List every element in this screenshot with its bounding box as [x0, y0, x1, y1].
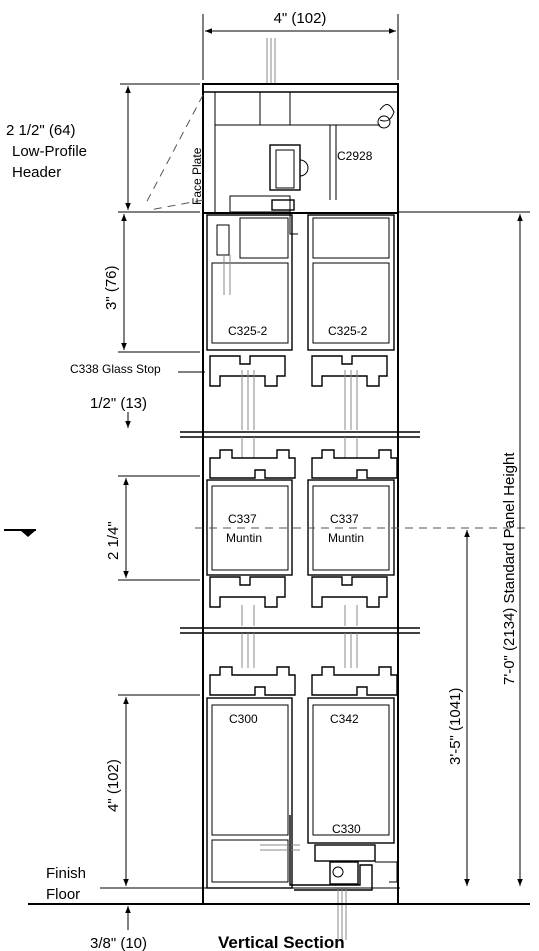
muntin-center-label: 3'-5" (1041)	[447, 688, 464, 765]
c2928-label: C2928	[337, 149, 373, 163]
top-rail-dimension: 3" (76)	[103, 211, 200, 353]
face-plate: Face Plate	[144, 94, 204, 211]
panel-height-dimension: 7'-0" (2134) Standard Panel Height	[398, 211, 530, 886]
floor-gap-dimension: 3/8" (10)	[90, 906, 147, 951]
glass-stop-gap-label: 1/2" (13)	[90, 395, 147, 412]
header-height-label: 2 1/2" (64)	[6, 122, 76, 139]
c325-right-label: C325-2	[328, 324, 368, 338]
floor-gap-label: 3/8" (10)	[90, 935, 147, 951]
center-mullion-top	[266, 38, 276, 84]
c300-label: C300	[229, 712, 258, 726]
width-dimension: 4" (102)	[202, 10, 399, 80]
width-label: 4" (102)	[274, 10, 327, 27]
break-line-upper	[180, 431, 420, 438]
muntin-dimension: 2 1/4"	[105, 475, 200, 581]
c337-right-sub: Muntin	[328, 531, 364, 545]
c338-label: C338 Glass Stop	[70, 362, 161, 376]
drawing-title: Vertical Section	[218, 933, 345, 951]
muntin-section	[206, 437, 398, 626]
section-cut-line	[4, 527, 530, 537]
c330-label: C330	[332, 822, 361, 836]
c337-right-label: C337	[330, 512, 359, 526]
c337-left-sub: Muntin	[226, 531, 262, 545]
bottom-rail-label: 4" (102)	[105, 759, 122, 812]
c342-label: C342	[330, 712, 359, 726]
glass-stop-gap-dimension: 1/2" (13)	[90, 395, 147, 428]
c338-leader: C338 Glass Stop	[68, 360, 205, 376]
bottom-rail	[206, 633, 398, 940]
c337-left-label: C337	[228, 512, 257, 526]
top-rail-label: 3" (76)	[103, 265, 120, 310]
break-line-lower	[180, 627, 420, 634]
bottom-rail-dimension: 4" (102)	[105, 694, 200, 886]
muntin-center-dimension: 3'-5" (1041)	[447, 530, 470, 886]
header-name-line2: Header	[12, 164, 61, 181]
top-rail	[202, 212, 399, 905]
header-name-line1: Low-Profile	[12, 143, 87, 160]
floor-line	[28, 887, 530, 905]
panel-height-label: 7'-0" (2134) Standard Panel Height	[501, 452, 518, 685]
header-profile	[202, 83, 420, 235]
header-dimension: 2 1/2" (64) Low-Profile Header	[6, 83, 200, 213]
c325-left-label: C325-2	[228, 324, 268, 338]
muntin-height-label: 2 1/4"	[105, 521, 122, 560]
finish-floor-line1: Finish	[46, 865, 86, 882]
glass-stop-upper	[209, 355, 388, 430]
finish-floor-line2: Floor	[46, 886, 80, 903]
face-plate-label: Face Plate	[190, 147, 204, 205]
